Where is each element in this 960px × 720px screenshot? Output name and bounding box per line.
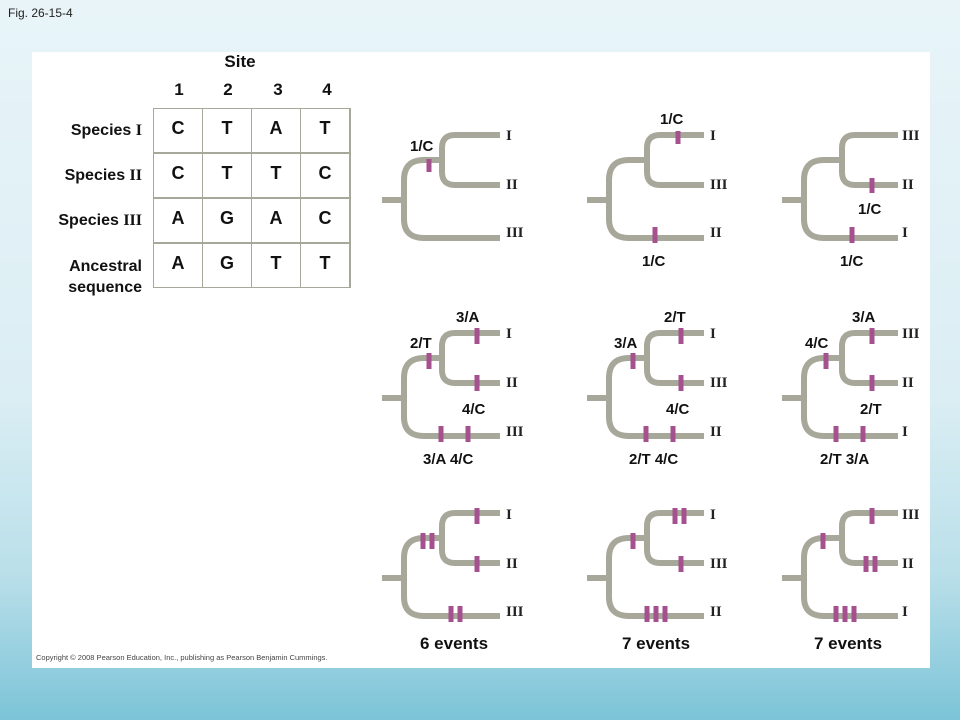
tip-label: III	[710, 177, 728, 193]
tip-label: I	[710, 326, 716, 342]
species-label-3: Species III	[58, 212, 142, 229]
tree-row1-col1: 1/C I II III	[382, 128, 524, 241]
tip-label: I	[506, 507, 512, 523]
tree-row1-col2: 1/C 1/C I III II	[587, 111, 728, 270]
grid-cell: C	[301, 199, 349, 242]
species-label-2: Species II	[64, 167, 142, 184]
tip-label: III	[902, 128, 920, 144]
grid-cell: G	[203, 244, 251, 287]
tree-row1-col3: 1/C 1/C III II I	[782, 128, 920, 270]
annotation: 3/A	[852, 309, 876, 326]
grid-cell: A	[154, 199, 202, 242]
annotation: 2/T 4/C	[629, 451, 678, 468]
tip-label: III	[506, 424, 524, 440]
grid-cell: T	[301, 109, 349, 152]
tip-label: I	[506, 326, 512, 342]
grid-cell: T	[252, 244, 300, 287]
tip-label: II	[902, 375, 914, 391]
tree-row3-col1: I II III 6 events	[382, 507, 524, 653]
annotation: 1/C	[660, 111, 684, 128]
tip-label: I	[902, 225, 908, 241]
annotation: 4/C	[666, 401, 690, 418]
tip-label: II	[710, 424, 722, 440]
tip-label: I	[710, 128, 716, 144]
tip-label: III	[710, 556, 728, 572]
tip-label: III	[506, 225, 524, 241]
tip-label: II	[710, 604, 722, 620]
tip-label: II	[506, 375, 518, 391]
tip-label: II	[506, 177, 518, 193]
grid-cell: T	[203, 154, 251, 197]
species-label-1: Species I	[70, 122, 142, 139]
annotation: 2/T	[410, 335, 432, 352]
site-number-3: 3	[273, 80, 283, 99]
annotation: 1/C	[858, 201, 882, 218]
grid-cell: T	[301, 244, 349, 287]
tip-label: I	[506, 128, 512, 144]
tree-row2-col3: 3/A 4/C 2/T 2/T 3/A III II I	[782, 309, 920, 468]
annotation: 2/T	[664, 309, 686, 326]
figure-panel: Site 1 2 3 4 Species I Species II Specie…	[32, 52, 930, 668]
tip-label: II	[902, 556, 914, 572]
tree-row3-col2: I III II 7 events	[587, 507, 728, 653]
sequence-grid: C T A T C T T C A G A C A G T T	[153, 108, 351, 288]
tip-label: I	[902, 604, 908, 620]
tree-row2-col1: 3/A 2/T 4/C 3/A 4/C I II III	[382, 309, 524, 468]
grid-cell: A	[252, 199, 300, 242]
tree-row3-col3: III II I 7 events	[782, 507, 920, 653]
event-count: 7 events	[622, 634, 690, 653]
grid-cell: T	[252, 154, 300, 197]
grid-cell: C	[301, 154, 349, 197]
event-count: 7 events	[814, 634, 882, 653]
grid-cell: A	[252, 109, 300, 152]
grid-cell: C	[154, 154, 202, 197]
tree-row2-col2: 2/T 3/A 4/C 2/T 4/C I III II	[587, 309, 728, 468]
event-count: 6 events	[420, 634, 488, 653]
annotation: 1/C	[410, 138, 434, 155]
tip-label: II	[902, 177, 914, 193]
site-number-2: 2	[223, 80, 233, 99]
tip-label: III	[902, 507, 920, 523]
tip-label: I	[710, 507, 716, 523]
tip-label: II	[710, 225, 722, 241]
annotation: 4/C	[805, 335, 829, 352]
site-number-1: 1	[174, 80, 184, 99]
annotation: 2/T 3/A	[820, 451, 869, 468]
tip-label: I	[902, 424, 908, 440]
annotation: 4/C	[462, 401, 486, 418]
tip-label: III	[710, 375, 728, 391]
grid-cell: A	[154, 244, 202, 287]
grid-cell: C	[154, 109, 202, 152]
annotation: 3/A	[456, 309, 480, 326]
tip-label: II	[506, 556, 518, 572]
annotation: 3/A	[614, 335, 638, 352]
phylogenetic-trees: 1/C I II III 1/C 1/C I III II 1/C 1/C II…	[382, 111, 920, 653]
annotation: 1/C	[840, 253, 864, 270]
copyright-notice: Copyright © 2008 Pearson Education, Inc.…	[36, 653, 328, 662]
tip-label: III	[902, 326, 920, 342]
annotation: 1/C	[642, 253, 666, 270]
grid-cell: T	[203, 109, 251, 152]
annotation: 2/T	[860, 401, 882, 418]
grid-cell: G	[203, 199, 251, 242]
site-number-4: 4	[322, 80, 332, 99]
tip-label: III	[506, 604, 524, 620]
annotation: 3/A 4/C	[423, 451, 473, 468]
site-header: Site	[224, 52, 256, 71]
figure-label: Fig. 26-15-4	[8, 6, 73, 20]
